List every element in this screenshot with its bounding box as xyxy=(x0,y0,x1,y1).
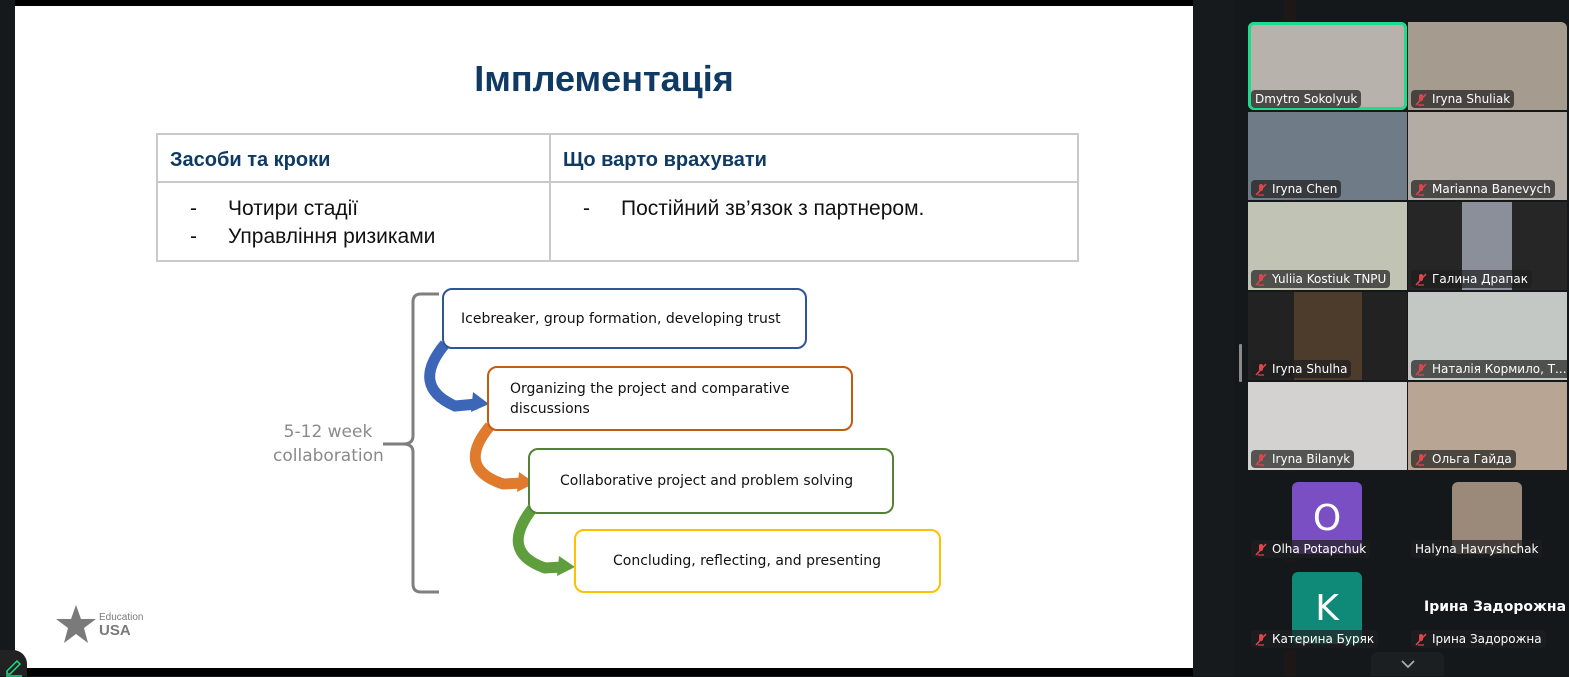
arrow-icon xyxy=(512,505,564,574)
table-cell-considerations: -Постійний зв’язок з партнером. xyxy=(549,181,1079,262)
participant-name: Iryna Shulha xyxy=(1251,360,1352,378)
left-edge xyxy=(0,0,15,676)
participant-name: Iryna Bilanyk xyxy=(1251,450,1355,468)
participant-name: Dmytro Sokolyuk xyxy=(1251,90,1362,108)
slide-title: Імплементація xyxy=(474,58,734,99)
video-tile[interactable]: Yuliia Kostiuk TNPU xyxy=(1248,202,1407,290)
participant-name: Halyna Havryshchak xyxy=(1411,540,1543,558)
table-header-tools: Засоби та кроки xyxy=(156,133,551,183)
mic-muted-icon xyxy=(1255,542,1267,556)
mic-muted-icon xyxy=(1255,632,1267,646)
list-item: -Чотири стадії xyxy=(190,197,359,220)
participant-name: Ольга Гайда xyxy=(1411,450,1516,468)
process-diagram xyxy=(383,292,575,594)
education-usa-logo: Education USA xyxy=(55,604,143,644)
mic-muted-icon xyxy=(1415,182,1427,196)
pencil-icon xyxy=(6,659,22,677)
video-tile[interactable]: Marianna Banevych xyxy=(1408,112,1567,200)
step-box-3: Collaborative project and problem solvin… xyxy=(528,448,894,514)
participant-name: Olha Potapchuk xyxy=(1251,540,1371,558)
step-box-2: Organizing the project and comparative d… xyxy=(487,366,853,431)
step-box-1: Icebreaker, group formation, developing … xyxy=(442,288,807,349)
video-tile[interactable]: Iryna Shulha xyxy=(1248,292,1407,380)
divider xyxy=(1193,0,1234,676)
participant-name: Галина Драпак xyxy=(1411,270,1532,288)
participant-display-name: Ірина Задорожна xyxy=(1424,599,1567,615)
video-tile[interactable]: Ірина Задорожна Ірина Задорожна xyxy=(1408,562,1567,650)
video-tile[interactable]: Iryna Shuliak xyxy=(1408,22,1567,110)
duration-label: 5-12 week collaboration xyxy=(273,422,384,466)
arrow-icon xyxy=(557,556,575,576)
arrow-icon xyxy=(469,422,524,490)
video-tile[interactable]: Halyna Havryshchak xyxy=(1408,472,1567,560)
mic-muted-icon xyxy=(1255,452,1267,466)
annotate-button[interactable] xyxy=(0,650,27,677)
mic-muted-icon xyxy=(1415,452,1427,466)
shared-slide: Імплементація Засоби та кроки Що варто в… xyxy=(15,6,1193,668)
implementation-table: Засоби та кроки Що варто врахувати -Чоти… xyxy=(156,133,1079,262)
arrow-icon xyxy=(517,472,535,492)
mic-muted-icon xyxy=(1255,182,1267,196)
participant-name: Marianna Banevych xyxy=(1411,180,1555,198)
star-icon xyxy=(56,605,96,643)
table-cell-tools: -Чотири стадії -Управління ризиками xyxy=(156,181,551,262)
participant-name: Yuliia Kostiuk TNPU xyxy=(1251,270,1391,288)
mic-muted-icon xyxy=(1415,92,1427,106)
video-tile[interactable]: Наталія Кормило, Т... xyxy=(1408,292,1567,380)
participant-name: Iryna Shuliak xyxy=(1411,90,1515,108)
video-tile[interactable]: O Olha Potapchuk xyxy=(1248,472,1407,560)
mic-muted-icon xyxy=(1255,362,1267,376)
step-box-4: Concluding, reflecting, and presenting xyxy=(574,529,941,593)
bottom-bar xyxy=(15,668,1193,676)
participant-name: Ірина Задорожна xyxy=(1411,630,1546,648)
video-tile[interactable]: Iryna Chen xyxy=(1248,112,1407,200)
mic-muted-icon xyxy=(1415,632,1427,646)
video-tile[interactable]: K Катерина Буряк xyxy=(1248,562,1407,650)
scroll-down-button[interactable] xyxy=(1371,652,1444,676)
mic-muted-icon xyxy=(1415,362,1427,376)
mic-muted-icon xyxy=(1415,272,1427,286)
top-bar xyxy=(15,0,1193,6)
mic-muted-icon xyxy=(1255,272,1267,286)
video-tile[interactable]: Iryna Bilanyk xyxy=(1248,382,1407,470)
bracket-shape xyxy=(383,292,439,594)
list-item: -Постійний зв’язок з партнером. xyxy=(583,197,925,220)
video-tile[interactable]: Галина Драпак xyxy=(1408,202,1567,290)
arrow-icon xyxy=(471,392,489,412)
list-item: -Управління ризиками xyxy=(190,225,436,248)
chevron-down-icon xyxy=(1400,660,1415,669)
arrow-icon xyxy=(424,340,478,412)
participant-name: Катерина Буряк xyxy=(1251,630,1379,648)
video-tile[interactable]: Ольга Гайда xyxy=(1408,382,1567,470)
panel-scrollbar[interactable] xyxy=(1239,344,1242,382)
participant-name: Iryna Chen xyxy=(1251,180,1342,198)
table-header-considerations: Що варто врахувати xyxy=(549,133,1079,183)
video-tile[interactable]: Dmytro Sokolyuk xyxy=(1248,22,1407,110)
participant-name: Наталія Кормило, Т... xyxy=(1411,360,1567,378)
